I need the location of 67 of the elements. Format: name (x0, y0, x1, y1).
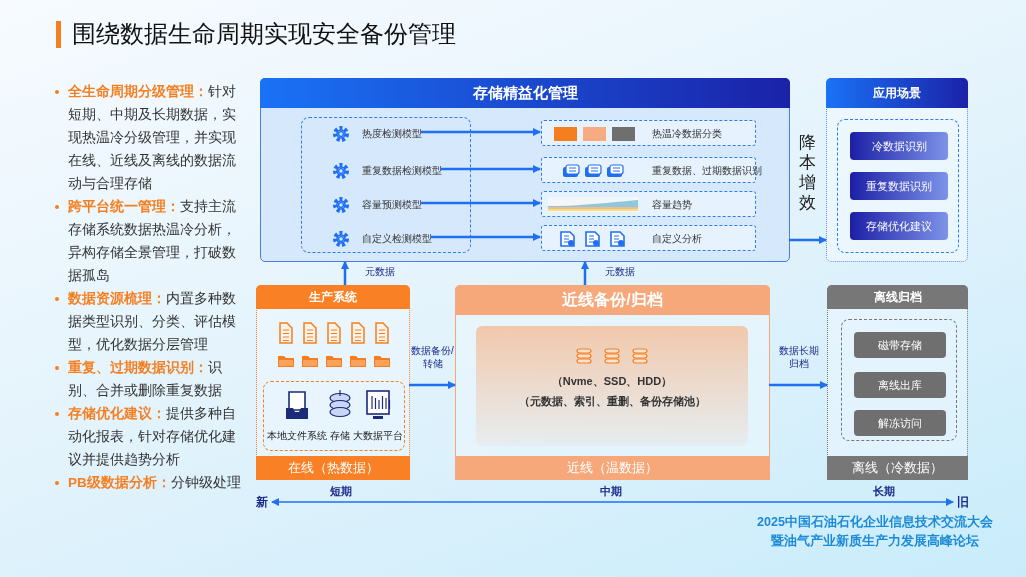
dashed-group-frame (837, 119, 959, 253)
result-label: 热温冷数据分类 (652, 127, 722, 141)
result-box (541, 120, 756, 146)
panel-title: 近线备份/归档 (455, 285, 770, 315)
scenario-tag: 重复数据识别 (850, 172, 948, 200)
storage-spec-text: （元数据、索引、重删、备份存储池） (517, 394, 707, 409)
dashed-group-frame (301, 117, 471, 253)
dashed-group-frame (841, 319, 957, 441)
storage-pool-panel (476, 326, 748, 446)
arrow (409, 381, 456, 389)
edge-label: 元数据 (364, 266, 396, 279)
scenario-tag: 冷数据识别 (850, 132, 948, 160)
item-caption: 存储 (329, 430, 351, 443)
panel (455, 285, 770, 480)
event-caption: 2025中国石油石化企业信息技术交流大会暨油气产业新质生产力发展高峰论坛 (756, 513, 994, 550)
result-box (541, 225, 756, 251)
arrow (421, 199, 541, 207)
arrow (431, 233, 541, 241)
result-box (541, 191, 756, 217)
panel (256, 285, 410, 480)
timeline-label: 长期 (873, 484, 895, 499)
panel-title: 存储精益化管理 (260, 78, 790, 108)
item-caption: 大数据平台 (353, 430, 403, 443)
edge-label: 降本增效 (797, 133, 817, 213)
dashed-group-frame (263, 381, 405, 451)
archive-function-tag: 磁带存储 (854, 332, 946, 358)
result-label: 容量趋势 (652, 198, 692, 212)
panel-footer: 离线（冷数据） (827, 456, 968, 480)
model-label: 自定义检测模型 (362, 232, 432, 246)
panel (826, 78, 968, 262)
panel-footer: 在线（热数据） (256, 456, 410, 480)
bullet-text: 跨平台统一管理：支持主流存储系统数据热温冷分析，异构存储全景管理，打破数据孤岛 (52, 195, 244, 287)
model-label: 热度检测模型 (362, 127, 422, 141)
arrow (789, 236, 827, 244)
panel-title: 应用场景 (826, 78, 968, 108)
timeline-label: 短期 (330, 484, 352, 499)
arrow (769, 381, 828, 389)
panel-footer: 近线（温数据） (455, 456, 770, 480)
bullet-text: 重复、过期数据识别：识别、合并或删除重复数据 (52, 356, 244, 402)
edge-label: 数据长期归档 (777, 345, 820, 370)
bullet-text: 存储优化建议：提供多种自动化报表，针对存储优化建议并提供趋势分析 (52, 402, 244, 471)
timeline-label: 中期 (600, 484, 622, 499)
archive-function-tag: 解冻访问 (854, 410, 946, 436)
timeline-label: 新 (256, 494, 268, 511)
page-title: 围绕数据生命周期实现安全备份管理 (72, 19, 456, 49)
bullet-text: PB级数据分析：分钟级处理 (52, 471, 244, 494)
bullet-text: 数据资源梳理：内置多种数据类型识别、分类、评估模型，优化数据分层管理 (52, 287, 244, 356)
timeline-label: 旧 (957, 494, 969, 511)
model-label: 容量预测模型 (362, 198, 422, 212)
result-label: 自定义分析 (652, 232, 702, 246)
result-label: 重复数据、过期数据识别 (652, 164, 762, 178)
arrow (441, 165, 541, 173)
panel (827, 285, 968, 480)
edge-label: 数据备份/转储 (411, 345, 454, 370)
panel-title: 生产系统 (256, 285, 410, 309)
panel (260, 78, 790, 262)
arrow (421, 128, 541, 136)
model-label: 重复数据检测模型 (362, 164, 442, 178)
arrow (341, 261, 349, 285)
panel-title: 离线归档 (827, 285, 968, 309)
edge-label: 元数据 (604, 266, 636, 279)
arrow (581, 261, 589, 285)
storage-spec-text: （Nvme、SSD、HDD） (550, 374, 674, 389)
item-caption: 本地文件系统 (267, 430, 327, 443)
archive-function-tag: 离线出库 (854, 372, 946, 398)
scenario-tag: 存储优化建议 (850, 212, 948, 240)
bullet-text: 全生命周期分级管理：针对短期、中期及长期数据，实现热温冷分级管理，并实现在线、近线及离线的数据流动与合理存储 (52, 80, 244, 195)
